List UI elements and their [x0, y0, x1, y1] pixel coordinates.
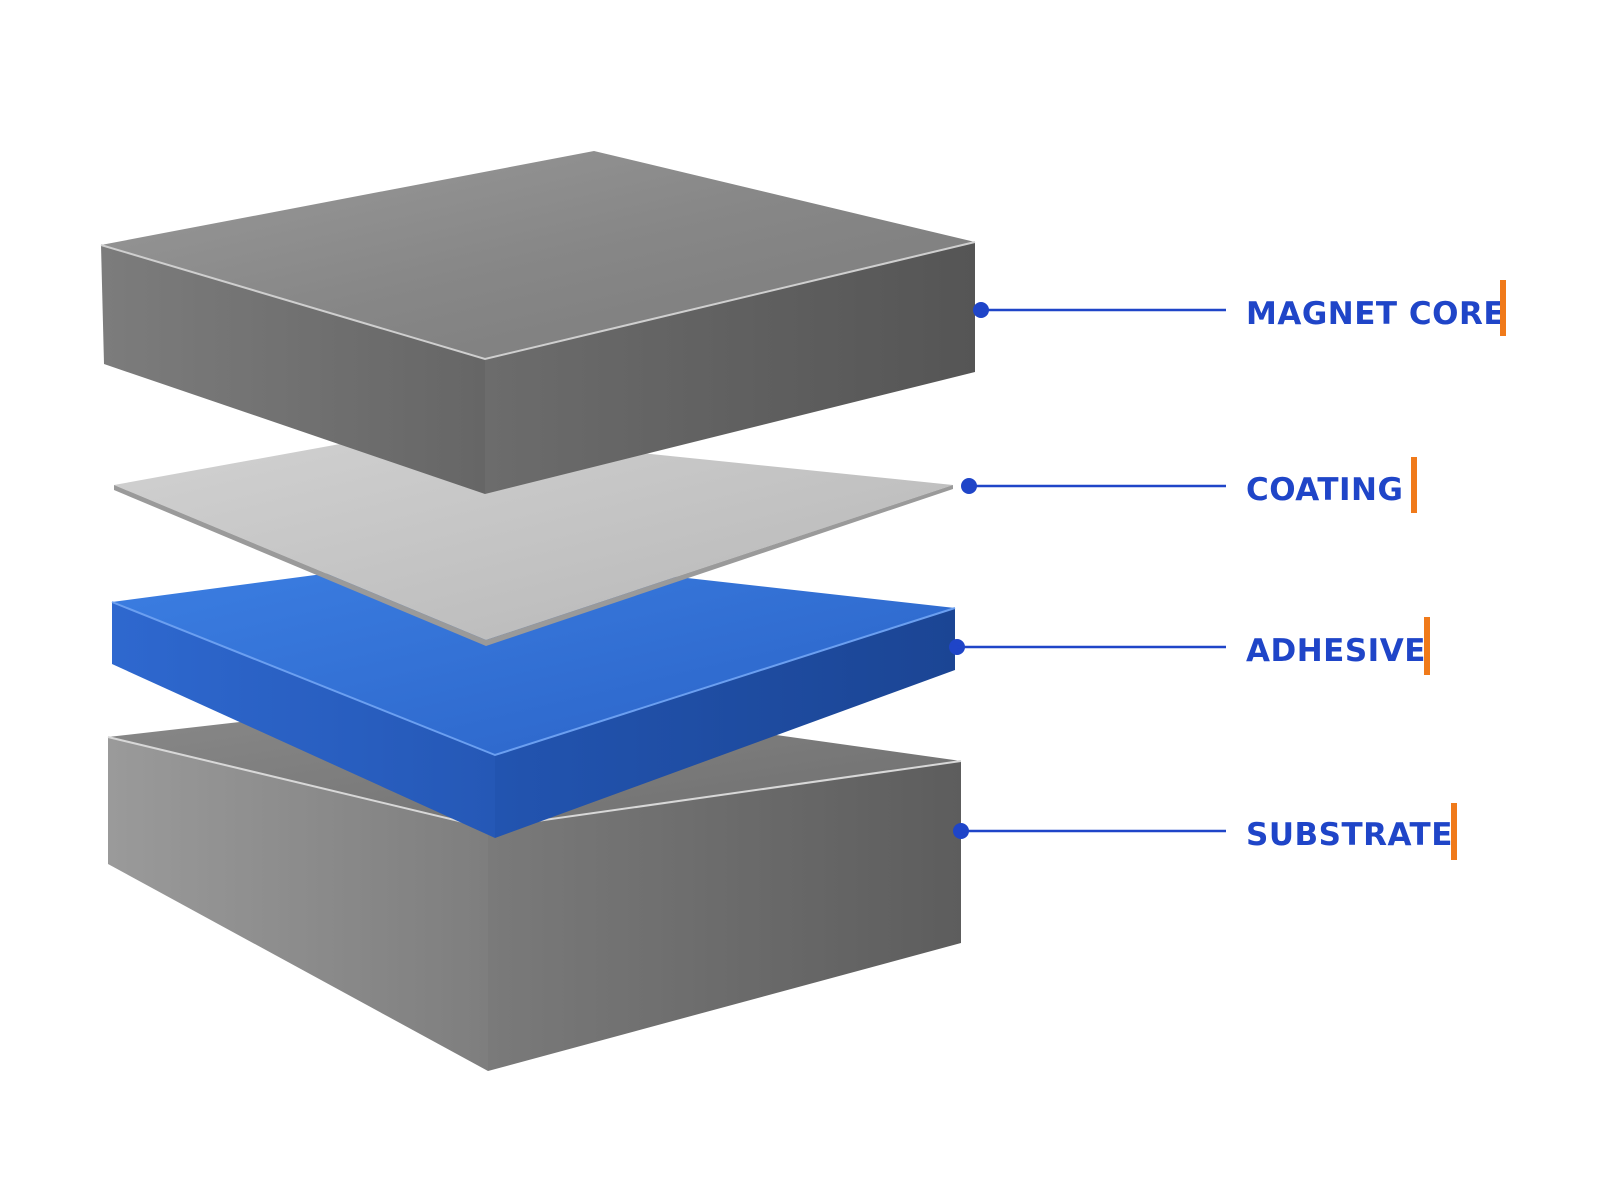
accent-bar: [1411, 457, 1417, 513]
accent-bar: [1500, 280, 1506, 336]
callout-substrate: SUBSTRATE: [953, 803, 1457, 860]
adhesive-slab: [111, 554, 956, 838]
accent-bar: [1424, 617, 1430, 675]
adhesive-top-face: [112, 554, 955, 755]
substrate-side-face: [488, 761, 961, 1071]
adhesive-front-face: [112, 602, 495, 838]
layer-label: MAGNET CORE: [1246, 296, 1505, 332]
adhesive-side-face: [495, 608, 955, 838]
callout-coating: COATING: [961, 457, 1417, 513]
layer-label: COATING: [1246, 472, 1403, 508]
layer-label: SUBSTRATE: [1246, 817, 1453, 853]
callout-magnet-core: MAGNET CORE: [973, 280, 1506, 336]
accent-bar: [1451, 803, 1457, 860]
magnet-core-top-face: [101, 151, 975, 359]
magnet-core-front-face: [101, 245, 485, 494]
layer-label: ADHESIVE: [1246, 633, 1426, 669]
coating-top-face: [114, 430, 953, 640]
callout-adhesive: ADHESIVE: [949, 617, 1430, 675]
substrate-front-face: [108, 737, 488, 1071]
coating-sheet: [114, 430, 953, 646]
magnet-core-side-face: [485, 242, 975, 494]
magnet-core-slab: [100, 151, 976, 494]
